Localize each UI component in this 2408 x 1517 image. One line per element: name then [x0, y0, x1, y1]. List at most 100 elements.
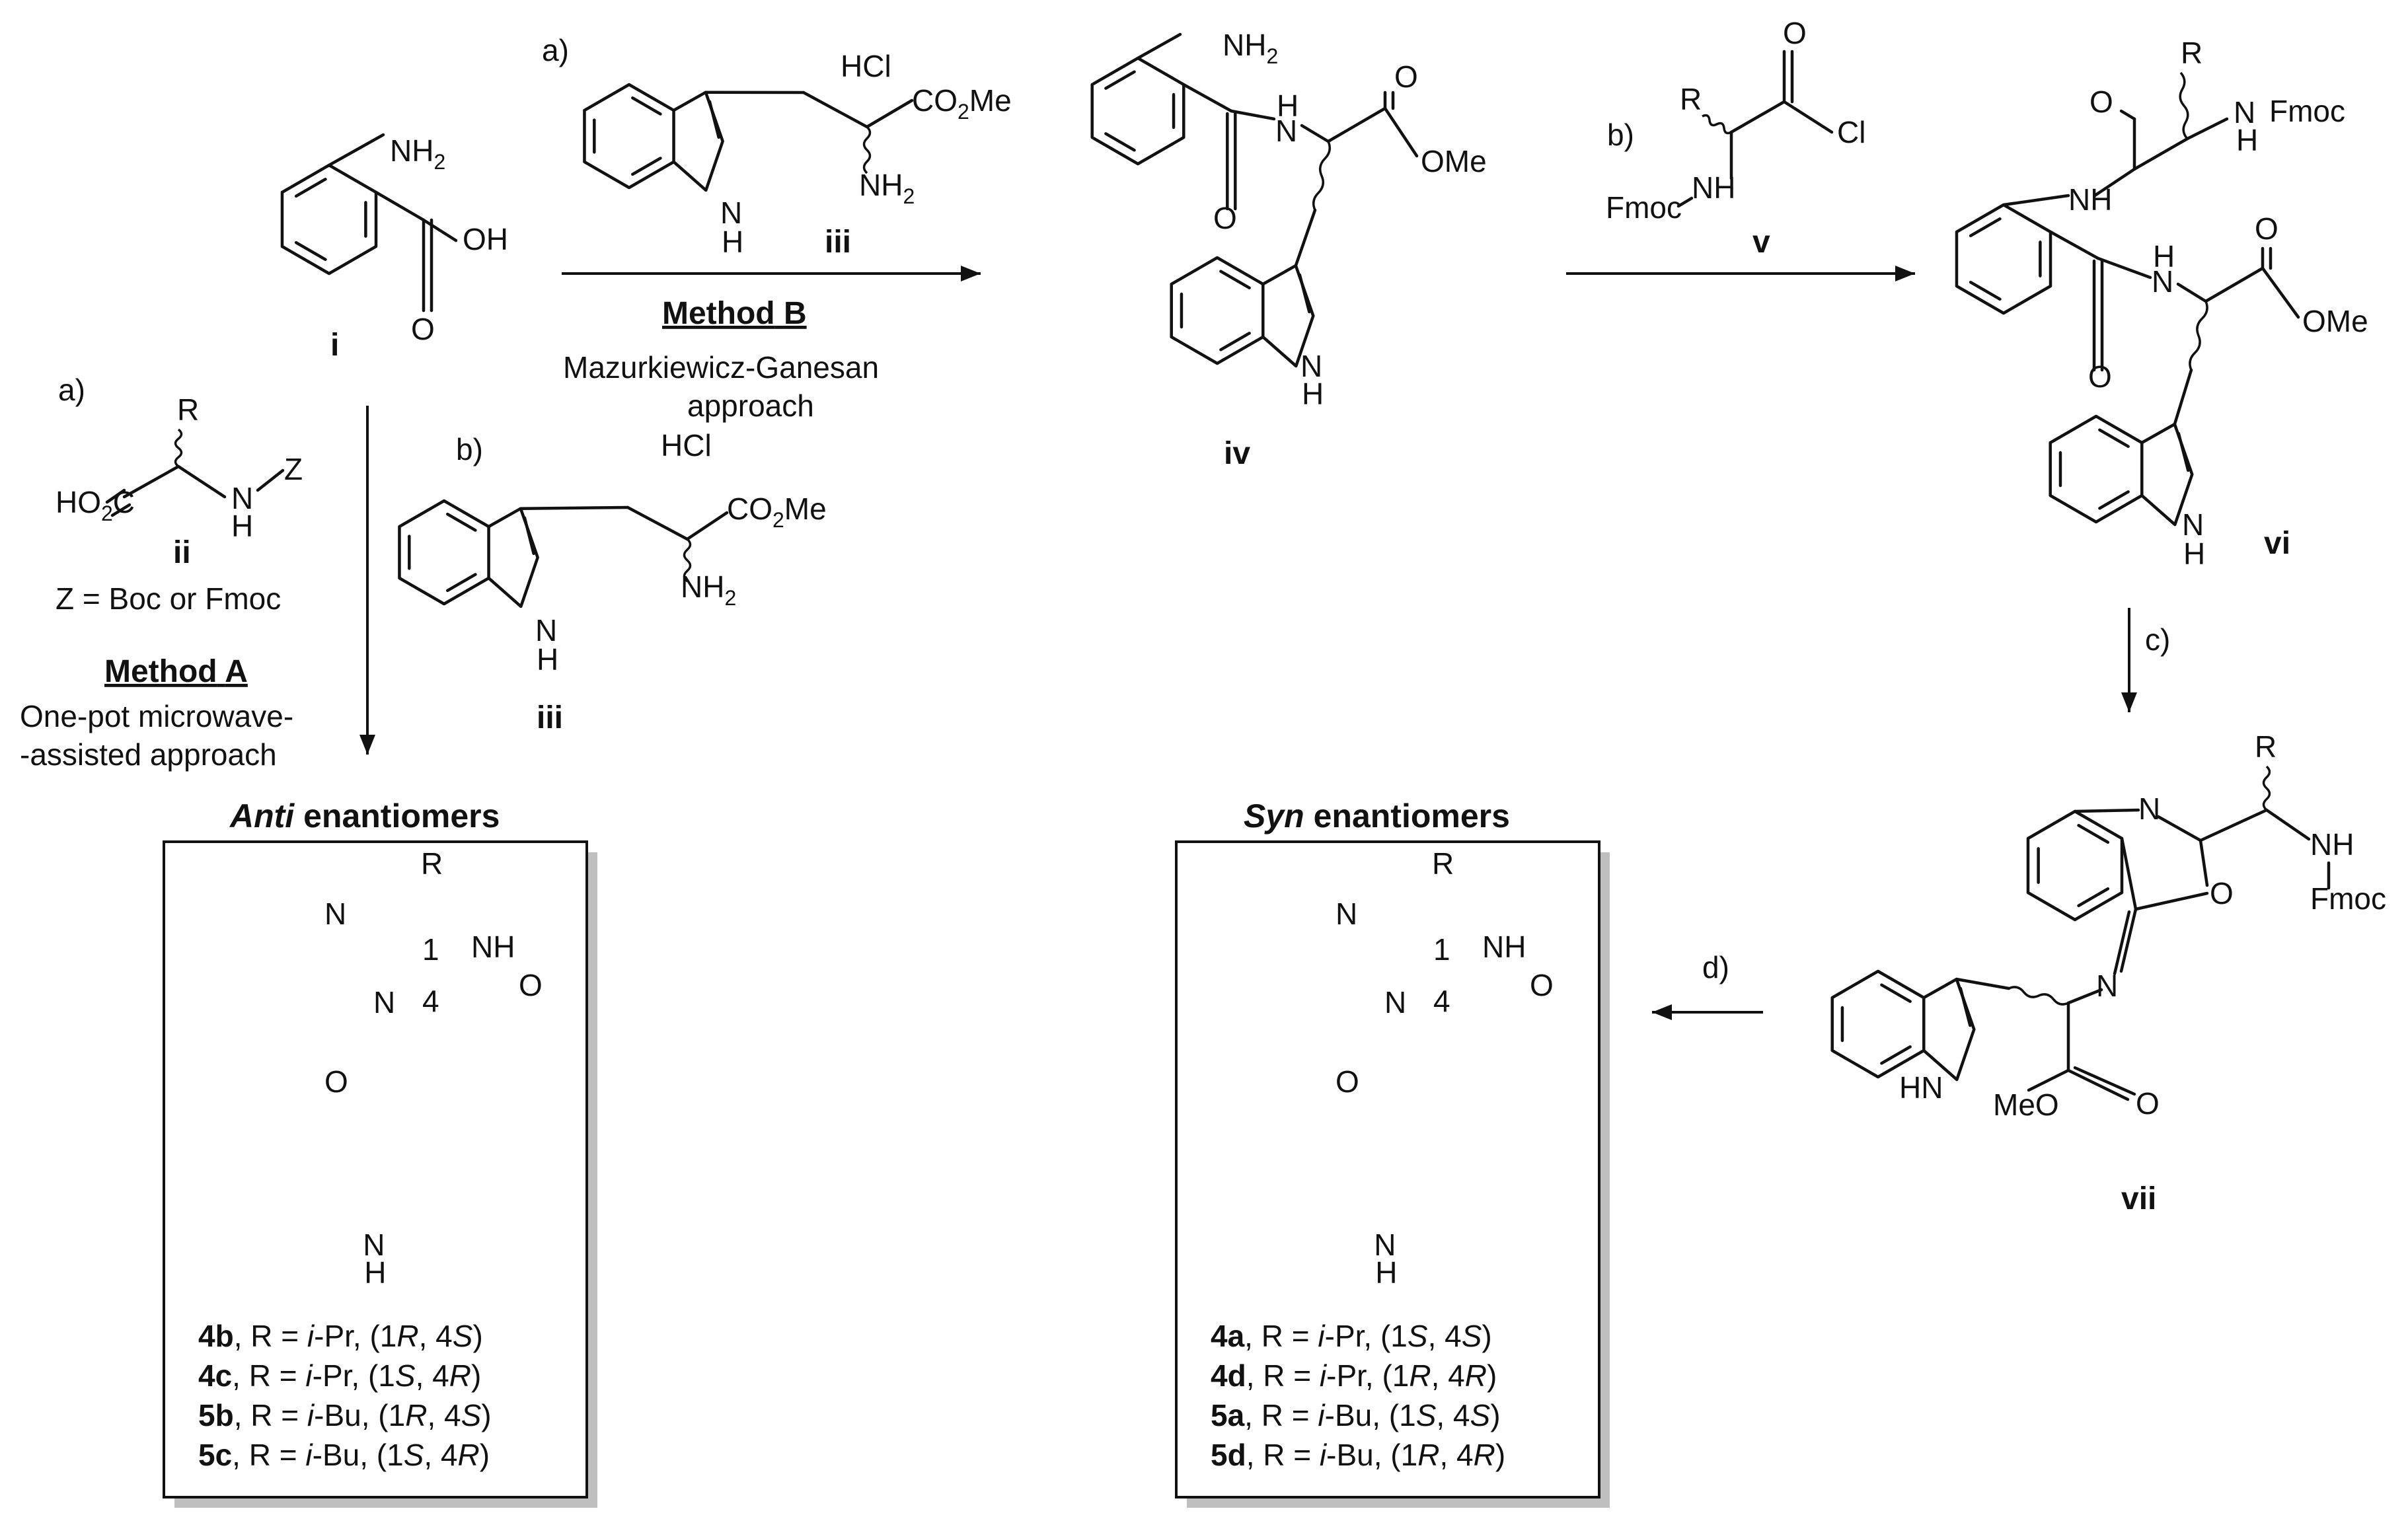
- bond: [2098, 490, 2130, 510]
- ring-n: N: [1384, 985, 1406, 1019]
- meo-label: MeO: [1993, 1088, 2059, 1122]
- entry-line: 5c, R = i-Bu, (1S, 4R): [198, 1438, 490, 1472]
- method-a: Method A One-pot microwave- -assisted ap…: [20, 654, 293, 772]
- bond: [1969, 280, 2002, 301]
- bond: [583, 83, 675, 190]
- compound-code-ii: ii: [173, 535, 191, 570]
- compound-code-i: i: [330, 328, 339, 363]
- entry-line: 5a, R = i-Bu, (1S, 4S): [1211, 1398, 1501, 1432]
- bond: [708, 100, 720, 139]
- anti-title-italic: Anti: [229, 797, 295, 834]
- step-c-label: c): [2145, 622, 2170, 657]
- indole-h: H: [1302, 377, 1324, 411]
- bond: [105, 488, 126, 504]
- hn-label: HN: [1899, 1070, 1943, 1105]
- r-label: R: [2181, 36, 2202, 70]
- bond: [2049, 414, 2144, 524]
- carbonyl-o: O: [2088, 359, 2112, 394]
- ring-n: N: [2138, 792, 2160, 826]
- hcl-label: HCl: [841, 49, 891, 83]
- bond: [2120, 836, 2138, 911]
- compound-code-vi: vi: [2264, 526, 2290, 561]
- position-4: 4: [1433, 984, 1450, 1018]
- method-a-line2: -assisted approach: [20, 737, 277, 772]
- bond: [1090, 56, 1185, 166]
- compound-code-vii: vii: [2121, 1181, 2156, 1216]
- wavy-bond: [1312, 141, 1332, 211]
- carbonyl-o: O: [1530, 968, 1554, 1002]
- compound-iv: NH2 O N H OMe O N H iv: [1213, 28, 1487, 471]
- bond: [2049, 230, 2100, 260]
- bond: [122, 464, 180, 499]
- svg-text:NH2: NH2: [859, 168, 915, 208]
- bond: [446, 573, 477, 593]
- compound-i: NH2 OH O i: [330, 133, 508, 363]
- wavy-bond: [2189, 301, 2208, 371]
- wavy-bond: [2179, 71, 2189, 140]
- fmoc-label: Fmoc: [1606, 190, 1682, 225]
- r-label: R: [177, 392, 199, 427]
- ome-label: OMe: [2302, 304, 2368, 338]
- bond: [374, 190, 426, 222]
- compound-iii-top: a) HCl CO2Me NH2 N H iii: [542, 33, 1012, 260]
- indole-n: N: [363, 1228, 385, 1262]
- bond: [2066, 1068, 2130, 1101]
- r-label: R: [1432, 846, 1454, 881]
- ring-o: O: [2210, 876, 2234, 910]
- bond: [1955, 203, 2052, 315]
- bond: [1326, 106, 1387, 143]
- wavy-bond: [2262, 765, 2271, 811]
- wavy-bond: [174, 428, 183, 468]
- step-d-label: d): [1702, 950, 1729, 984]
- bond: [1136, 32, 1182, 60]
- bond: [176, 464, 227, 499]
- carbonyl-o: O: [1336, 1064, 1359, 1099]
- reaction-arrows: [359, 266, 2137, 1020]
- carbonyl-o: O: [1213, 201, 1237, 235]
- compound-code-iii: iii: [537, 700, 563, 735]
- entry-line: 4a, R = i-Pr, (1S, 4S): [1211, 1319, 1492, 1353]
- entry-line: 4d, R = i-Pr, (1R, 4R): [1211, 1358, 1497, 1393]
- nh-label: NH: [2068, 182, 2112, 217]
- indole-h: H: [722, 225, 743, 259]
- ring-n: N: [373, 985, 395, 1019]
- method-a-title: Method: [104, 654, 217, 689]
- imine-n: N: [2096, 969, 2118, 1003]
- ring-n: N: [1336, 897, 1357, 931]
- indole-n: N: [720, 196, 742, 230]
- indole-n: N: [1374, 1228, 1396, 1262]
- svg-text:Anti enantiomers: Anti enantiomers: [229, 797, 500, 834]
- carbonyl-o: O: [519, 968, 543, 1002]
- bond: [2119, 907, 2138, 973]
- n-label: N: [231, 481, 253, 515]
- bond: [631, 96, 662, 116]
- wavy-bond: [862, 126, 872, 174]
- bond: [2199, 838, 2209, 887]
- bond: [1729, 100, 1786, 134]
- nh-label: NH: [1482, 930, 1526, 964]
- bond: [2066, 988, 2103, 1005]
- r-label: R: [2255, 729, 2276, 764]
- bond: [2002, 194, 2070, 207]
- bond: [2134, 891, 2209, 911]
- amide-h: H: [1277, 89, 1298, 123]
- indole-n: N: [1300, 349, 1322, 383]
- bond: [1261, 264, 1315, 368]
- bond: [2185, 117, 2229, 141]
- bond: [2093, 167, 2136, 198]
- bond: [626, 505, 689, 541]
- method-b-line1: Mazurkiewicz-Ganesan: [563, 350, 879, 385]
- syn-title-rest: enantiomers: [1304, 797, 1510, 834]
- bond: [1170, 256, 1265, 365]
- bond: [2176, 282, 2208, 303]
- indole-h: H: [2183, 536, 2205, 571]
- ome-label: OMe: [1421, 144, 1487, 178]
- hcl-label: HCl: [661, 428, 712, 462]
- o-label: O: [1783, 16, 1807, 50]
- bond: [2177, 431, 2190, 472]
- compound-ii: a) R HO2C N H Z ii Z = Boc or Fmoc: [56, 373, 303, 616]
- position-1: 1: [422, 932, 439, 967]
- bond: [280, 163, 378, 276]
